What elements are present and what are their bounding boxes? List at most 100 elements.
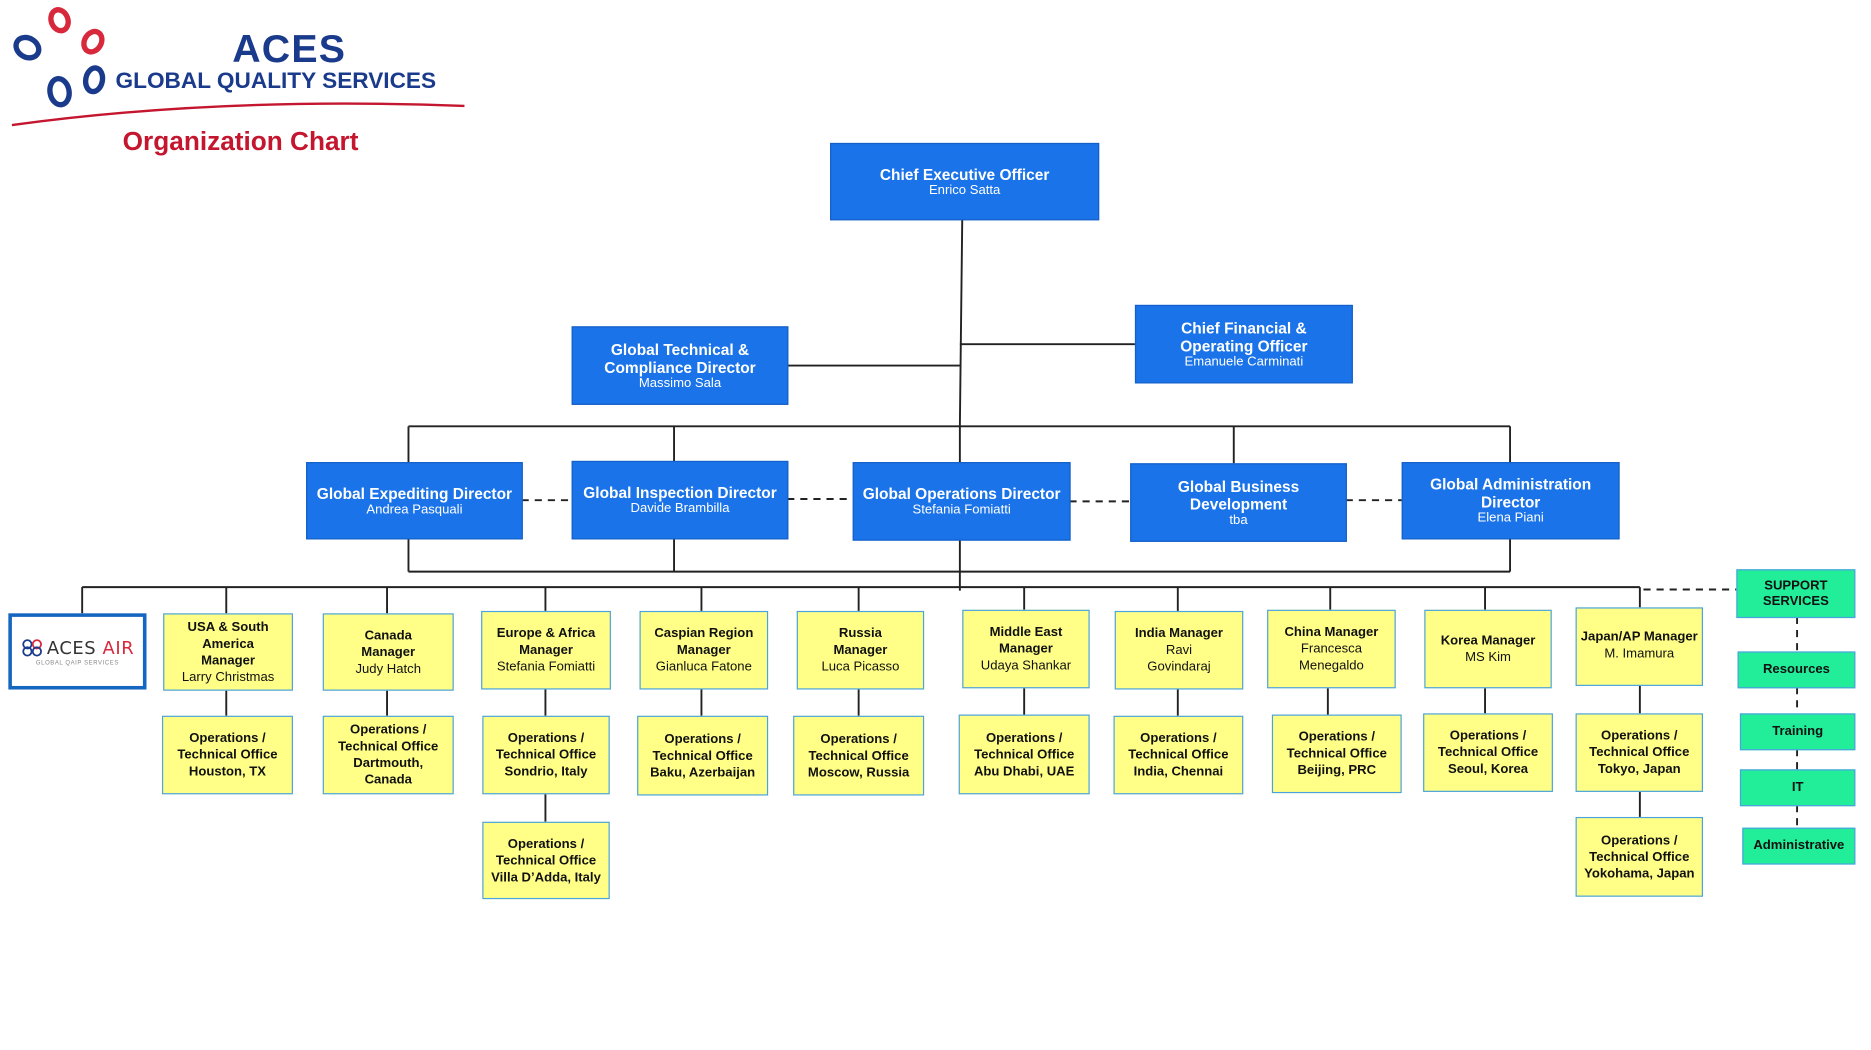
usa-name: Larry Christmas <box>181 669 275 685</box>
office-moscow-label: Operations / Technical Office Moscow, Ru… <box>807 731 910 780</box>
expediting-name: Andrea Pasquali <box>366 501 463 517</box>
office-villa-dadda[interactable]: Operations / Technical Office Villa D’Ad… <box>482 821 610 900</box>
support-it-box[interactable]: IT <box>1739 769 1856 807</box>
inspection-title: Global Inspection Director <box>583 483 777 502</box>
office-yokohama[interactable]: Operations / Technical Office Yokohama, … <box>1575 816 1703 897</box>
logo-brand: ACES <box>232 26 347 71</box>
support-services-box[interactable]: SUPPORT SERVICES <box>1736 569 1856 619</box>
office-chennai[interactable]: Operations / Technical Office India, Che… <box>1113 715 1244 795</box>
europe-title: Europe & Africa Manager <box>496 626 596 658</box>
canada-manager-box[interactable]: Canada Manager Judy Hatch <box>322 613 454 691</box>
korea-name: MS Kim <box>1465 650 1511 665</box>
canada-title: Canada Manager <box>361 628 416 660</box>
cfo-box[interactable]: Chief Financial & Operating Officer Eman… <box>1134 304 1353 384</box>
support-resources: Resources <box>1762 662 1830 677</box>
operations-title: Global Operations Director <box>862 484 1061 503</box>
expediting-title: Global Expediting Director <box>316 484 513 502</box>
aces-air-text-a: ACES <box>46 636 97 658</box>
logo-swoosh <box>11 102 465 127</box>
office-tokyo[interactable]: Operations / Technical Office Tokyo, Jap… <box>1575 713 1703 792</box>
caspian-manager-box[interactable]: Caspian Region Manager Gianluca Fatone <box>639 610 769 690</box>
canada-name: Judy Hatch <box>355 661 422 676</box>
india-name: Ravi Govindaraj <box>1147 643 1211 675</box>
mideast-title: Middle East Manager <box>989 625 1063 657</box>
caspian-name: Gianluca Fatone <box>655 659 752 675</box>
russia-manager-box[interactable]: Russia Manager Luca Picasso <box>796 610 925 690</box>
office-abu-dhabi[interactable]: Operations / Technical Office Abu Dhabi,… <box>958 714 1090 795</box>
ceo-name: Enrico Satta <box>928 182 1001 198</box>
europe-manager-box[interactable]: Europe & Africa Manager Stefania Fomiatt… <box>481 610 611 690</box>
cfo-title: Chief Financial & Operating Officer <box>1180 318 1308 355</box>
office-villa-label: Operations / Technical Office Villa D’Ad… <box>491 836 601 885</box>
logo-tagline: GLOBAL QUALITY SERVICES <box>115 69 437 95</box>
korea-manager-box[interactable]: Korea Manager MS Kim <box>1424 609 1552 689</box>
india-title: India Manager <box>1134 626 1224 641</box>
chart-title: Organization Chart <box>122 126 359 157</box>
office-seoul[interactable]: Operations / Technical Office Seoul, Kor… <box>1423 713 1553 792</box>
inspection-director-box[interactable]: Global Inspection Director Davide Brambi… <box>571 460 789 540</box>
caspian-title: Caspian Region Manager <box>654 626 754 658</box>
mideast-name: Udaya Shankar <box>980 658 1072 673</box>
admin-name: Elena Piani <box>1477 510 1544 526</box>
support-it: IT <box>1791 780 1804 795</box>
japan-manager-box[interactable]: Japan/AP Manager M. Imamura <box>1575 607 1703 686</box>
office-tokyo-label: Operations / Technical Office Tokyo, Jap… <box>1589 728 1690 777</box>
admin-title: Global Administration Director <box>1430 475 1592 511</box>
ceo-box[interactable]: Chief Executive Officer Enrico Satta <box>830 142 1100 221</box>
operations-director-box[interactable]: Global Operations Director Stefania Fomi… <box>852 462 1071 541</box>
business-development-box[interactable]: Global Business Development tba <box>1130 463 1347 542</box>
usa-title: USA & South America Manager <box>187 619 269 668</box>
office-dartmouth-label: Operations / Technical Office Dartmouth,… <box>338 722 439 788</box>
support-administrative-box[interactable]: Administrative <box>1742 827 1856 865</box>
office-beijing[interactable]: Operations / Technical Office Beijing, P… <box>1271 714 1402 794</box>
support-resources-box[interactable]: Resources <box>1737 651 1856 689</box>
ceo-title: Chief Executive Officer <box>879 164 1050 183</box>
office-moscow[interactable]: Operations / Technical Office Moscow, Ru… <box>793 715 925 796</box>
expediting-director-box[interactable]: Global Expediting Director Andrea Pasqua… <box>306 462 523 540</box>
bizdev-name: tba <box>1229 512 1248 527</box>
office-abudhabi-label: Operations / Technical Office Abu Dhabi,… <box>973 730 1075 779</box>
office-sondrio[interactable]: Operations / Technical Office Sondrio, I… <box>482 715 610 795</box>
office-beijing-label: Operations / Technical Office Beijing, P… <box>1286 730 1387 778</box>
petals-logo-icon <box>13 7 106 108</box>
bizdev-title: Global Business Development <box>1177 476 1300 513</box>
support-header: SUPPORT SERVICES <box>1762 578 1829 608</box>
aces-air-text-b: AIR <box>102 636 135 658</box>
japan-title: Japan/AP Manager <box>1580 629 1698 645</box>
office-dartmouth[interactable]: Operations / Technical Office Dartmouth,… <box>322 715 454 795</box>
administration-director-box[interactable]: Global Administration Director Elena Pia… <box>1401 462 1620 540</box>
usa-manager-box[interactable]: USA & South America Manager Larry Christ… <box>163 613 293 691</box>
aces-air-subtitle: GLOBAL QAIP SERVICES <box>35 659 119 667</box>
support-training-box[interactable]: Training <box>1739 713 1856 751</box>
aces-air-petals-icon <box>22 638 43 656</box>
inspection-name: Davide Brambilla <box>630 501 730 516</box>
china-title: China Manager <box>1284 625 1379 640</box>
office-baku-label: Operations / Technical Office Baku, Azer… <box>650 731 756 780</box>
india-manager-box[interactable]: India Manager Ravi Govindaraj <box>1114 610 1244 690</box>
support-training: Training <box>1772 724 1824 739</box>
company-logo: ACES GLOBAL QUALITY SERVICES Organizatio… <box>6 6 470 161</box>
operations-name: Stefania Fomiatti <box>912 502 1011 517</box>
tech-name: Massimo Sala <box>638 375 722 391</box>
office-baku[interactable]: Operations / Technical Office Baku, Azer… <box>637 715 769 796</box>
japan-name: M. Imamura <box>1604 646 1675 661</box>
aces-air-logo-box[interactable]: ACES AIR GLOBAL QAIP SERVICES <box>8 613 147 690</box>
office-houston[interactable]: Operations / Technical Office Houston, T… <box>161 715 293 795</box>
china-manager-box[interactable]: China Manager Francesca Menegaldo <box>1267 609 1396 689</box>
office-houston-label: Operations / Technical Office Houston, T… <box>177 731 278 779</box>
cfo-name: Emanuele Carminati <box>1184 354 1304 369</box>
aces-air-text: ACES AIR <box>47 637 134 658</box>
middle-east-manager-box[interactable]: Middle East Manager Udaya Shankar <box>962 609 1090 689</box>
russia-title: Russia Manager <box>833 626 888 658</box>
office-yokohama-label: Operations / Technical Office Yokohama, … <box>1584 833 1695 881</box>
office-seoul-label: Operations / Technical Office Seoul, Kor… <box>1437 728 1539 777</box>
korea-title: Korea Manager <box>1440 633 1536 648</box>
tech-title: Global Technical & Compliance Director <box>604 340 756 376</box>
tech-compliance-director-box[interactable]: Global Technical & Compliance Director M… <box>571 326 789 405</box>
support-administrative: Administrative <box>1753 838 1845 853</box>
europe-name: Stefania Fomiatti <box>496 659 596 675</box>
office-chennai-label: Operations / Technical Office India, Che… <box>1128 731 1229 779</box>
russia-name: Luca Picasso <box>821 659 900 675</box>
